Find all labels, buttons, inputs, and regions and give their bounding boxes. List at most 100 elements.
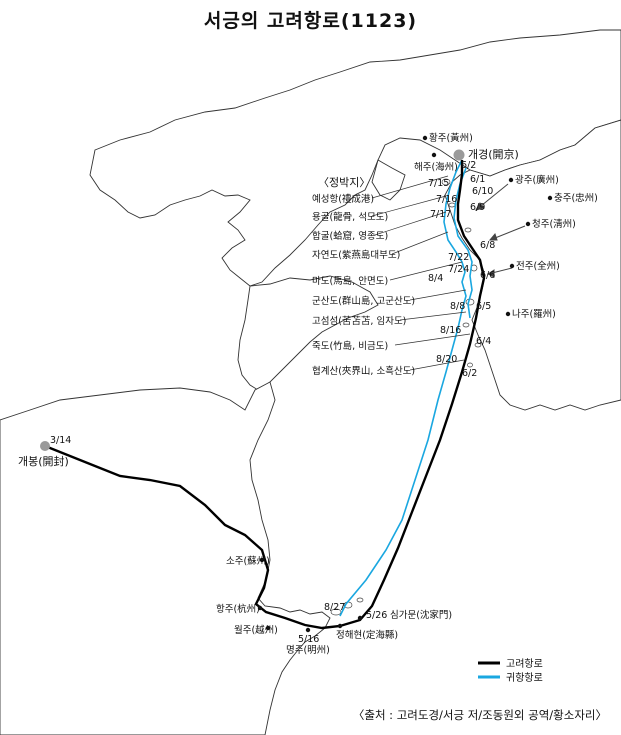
place-label-shenjiamen: 심가문(沈家門) bbox=[390, 609, 452, 621]
anchorage-item: 예성항(禮成港) bbox=[312, 193, 374, 205]
island bbox=[474, 342, 482, 348]
city-marker-yuezhou bbox=[265, 625, 271, 631]
place-label-naju: 나주(羅州) bbox=[512, 309, 556, 320]
anchorage-item: 협계산(夾界山, 소흑산도) bbox=[312, 365, 415, 377]
legend-outbound-label: 고려항로 bbox=[506, 658, 543, 670]
anchorage-item: 군산도(群山島, 고군산도) bbox=[312, 295, 415, 307]
anchorage-item: 용골(龍骨, 석모도) bbox=[312, 211, 388, 223]
map-title: 서긍의 고려항로(1123) bbox=[203, 10, 418, 32]
return-route bbox=[339, 159, 473, 617]
anchorage-item: 자연도(紫燕島대부도) bbox=[312, 249, 400, 261]
city-marker-dinghai bbox=[337, 623, 343, 629]
place-label-yuezhou: 월주(越州) bbox=[234, 624, 278, 636]
date-label: 6/4 bbox=[476, 336, 491, 347]
city-marker-hwangju bbox=[422, 135, 428, 141]
anchorage-item: 고섬섬(苦苫苫, 임자도) bbox=[312, 315, 406, 327]
city-marker-mingzhou bbox=[305, 627, 311, 633]
return-route-line bbox=[339, 159, 467, 617]
city-marker-jeonju bbox=[509, 263, 515, 269]
inland-arrows bbox=[474, 183, 526, 278]
anchorage-heading: 〈정박지〉 bbox=[318, 176, 370, 189]
city-markers bbox=[40, 135, 553, 633]
date-label: 6/2 bbox=[461, 160, 476, 171]
place-label-chungju: 충주(忠州) bbox=[554, 193, 598, 204]
island bbox=[467, 362, 473, 368]
legend-return-label: 귀항항로 bbox=[506, 672, 543, 684]
city-marker-gwangju bbox=[508, 177, 514, 183]
date-label: 5/16 bbox=[298, 634, 319, 645]
date-label: 6/2 bbox=[462, 368, 477, 379]
city-marker-gaegyeong bbox=[453, 149, 465, 161]
outbound-route-line bbox=[44, 160, 486, 630]
coastline bbox=[0, 29, 621, 735]
leader-line bbox=[409, 289, 467, 301]
place-label-mingzhou: 명주(明州) bbox=[286, 645, 330, 656]
date-label: 3/14 bbox=[50, 435, 71, 446]
place-label-hangzhou: 항주(杭州) bbox=[216, 603, 260, 615]
date-label: 6/6 bbox=[480, 270, 495, 281]
island bbox=[464, 227, 472, 233]
anchorage-item: 마도(馬島, 안면도) bbox=[312, 275, 388, 287]
place-label-suzhou: 소주(蘇州) bbox=[226, 555, 270, 567]
date-label: 8/27 bbox=[324, 602, 345, 613]
place-label-gwangju: 광주(廣州) bbox=[515, 174, 559, 186]
island bbox=[441, 178, 451, 186]
date-label: 7/22 bbox=[448, 252, 469, 263]
anchorage-list: 〈정박지〉 예성항(禮成港) 용골(龍骨, 석모도) 합굴(蛤窟, 영종도) 자… bbox=[312, 176, 415, 377]
arrow-head bbox=[474, 202, 485, 211]
city-marker-chungju bbox=[547, 195, 553, 201]
outbound-route bbox=[44, 160, 486, 630]
leader-line bbox=[394, 333, 471, 346]
place-label-cheongju: 청주(淸州) bbox=[532, 218, 576, 230]
source-credit: 〈출처 : 고려도경/서긍 저/조동원외 공역/황소자리〉 bbox=[352, 708, 607, 722]
legend: 고려항로 귀항항로 bbox=[478, 658, 543, 684]
place-label-hwangju: 황주(黃州) bbox=[429, 132, 473, 144]
date-label: 7/15 bbox=[428, 178, 449, 189]
anchorage-item: 합굴(蛤窟, 영종도) bbox=[312, 230, 388, 242]
island bbox=[462, 322, 470, 328]
leader-line bbox=[409, 359, 465, 371]
place-label-jeonju: 전주(全州) bbox=[516, 260, 560, 272]
leader-line bbox=[371, 195, 447, 217]
place-labels: 황주(黃州) 개경(開京) 해주(海州) 광주(廣州) 충주(忠州) 청주(淸州… bbox=[18, 132, 598, 656]
city-marker-kaifeng bbox=[40, 441, 50, 451]
date-label: 8/8 bbox=[450, 301, 465, 312]
date-label: 5/26 bbox=[366, 610, 387, 621]
island bbox=[356, 597, 364, 603]
date-label: 8/16 bbox=[440, 325, 461, 336]
place-label-dinghai: 정해현(定海縣) bbox=[336, 629, 398, 641]
landmass-liaodong bbox=[371, 159, 406, 201]
city-marker-suzhou bbox=[259, 557, 265, 563]
date-label: 6/1 bbox=[470, 174, 485, 185]
islands bbox=[330, 178, 482, 616]
city-marker-haeju bbox=[431, 152, 437, 158]
leader-lines bbox=[371, 175, 471, 371]
city-marker-hangzhou bbox=[257, 605, 263, 611]
city-marker-cheongju bbox=[525, 221, 531, 227]
city-marker-shenjiamen bbox=[357, 615, 363, 621]
date-label: 7/24 bbox=[448, 264, 469, 275]
city-marker-naju bbox=[505, 311, 511, 317]
date-labels: 3/14 5/16 5/26 8/27 6/2 6/1 6/10 6/9 6/8… bbox=[50, 160, 495, 645]
landmass-shandong bbox=[237, 275, 379, 391]
arrow-head bbox=[487, 269, 495, 278]
date-label: 6/8 bbox=[480, 240, 495, 251]
date-label: 7/17 bbox=[430, 209, 451, 220]
date-label: 7/16 bbox=[436, 194, 457, 205]
landmass-korea bbox=[444, 119, 621, 411]
place-label-haeju: 해주(海州) bbox=[414, 161, 458, 173]
leader-line bbox=[389, 261, 463, 281]
anchorage-item: 죽도(竹島, 비금도) bbox=[312, 340, 388, 352]
leader-line bbox=[391, 231, 449, 255]
leader-line bbox=[371, 175, 449, 199]
place-label-gaegyeong: 개경(開京) bbox=[468, 147, 519, 161]
island bbox=[330, 608, 342, 616]
return-route-line-branch bbox=[453, 167, 473, 319]
arrow-head bbox=[488, 232, 498, 241]
place-label-kaifeng: 개봉(開封) bbox=[18, 454, 69, 468]
date-label: 6/10 bbox=[472, 186, 493, 197]
leader-line bbox=[374, 211, 447, 236]
leader-line bbox=[399, 311, 467, 321]
date-label: 6/9 bbox=[470, 202, 485, 213]
